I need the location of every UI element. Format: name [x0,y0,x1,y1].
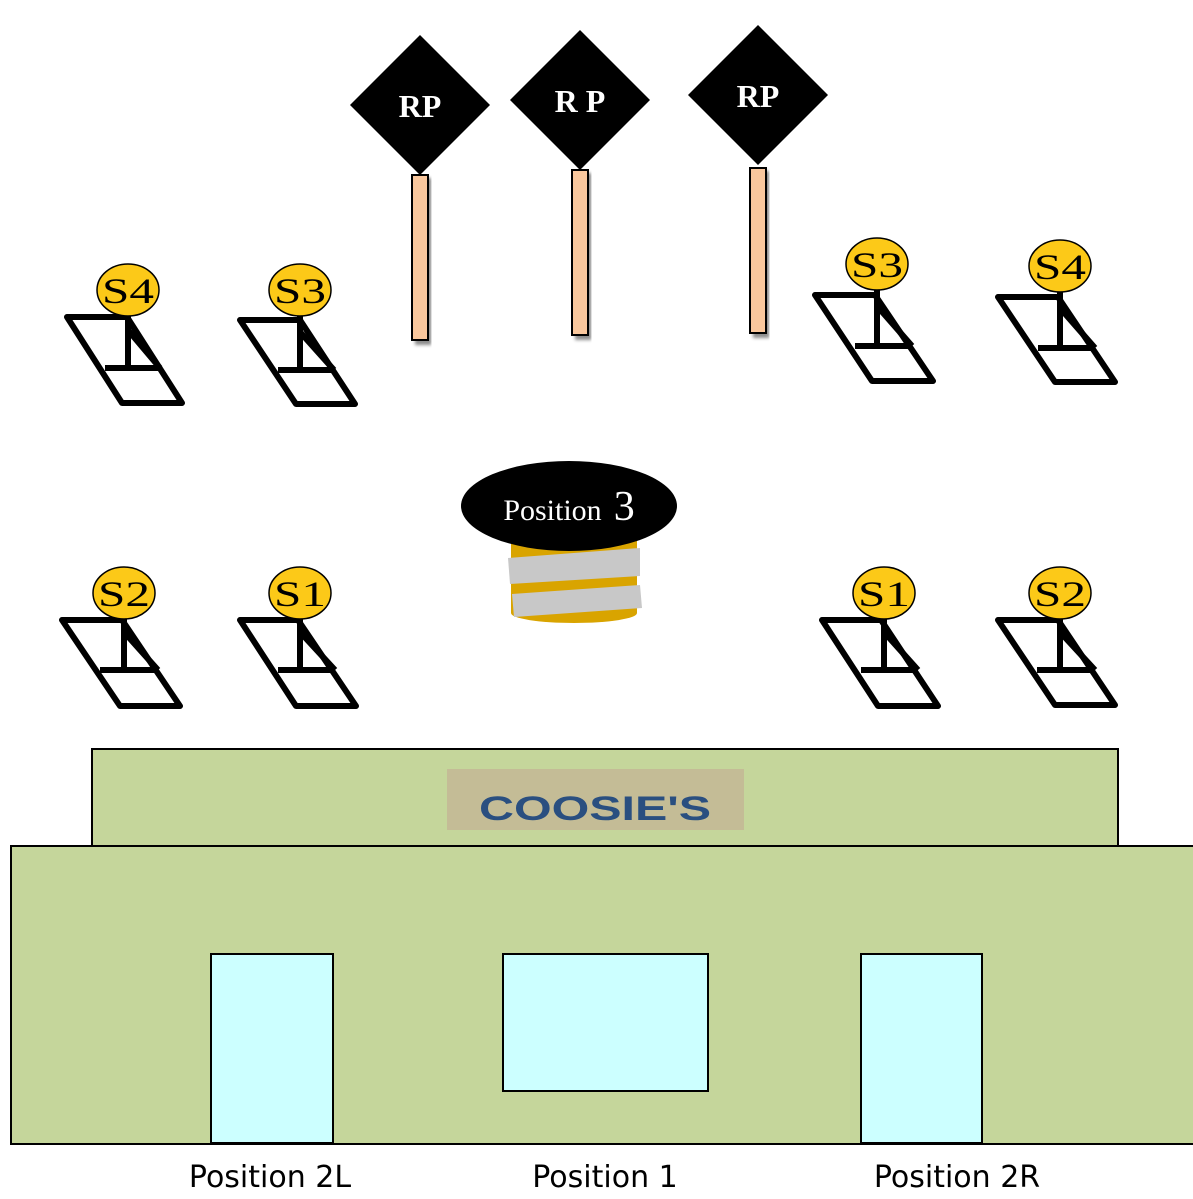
stand-lower-right-s2: S2 [995,566,1118,708]
stand-brace [881,629,921,673]
door-right [860,953,983,1144]
stand-frame [59,617,183,709]
building: COOSIE'S [10,748,1193,1145]
stand-disc [268,566,332,620]
storefront-sign-text: COOSIE'S [479,790,711,828]
stand-brace [1057,629,1098,673]
drum-band-upper [508,548,640,584]
stand-disc [1028,566,1092,620]
stand-lower-left-s1: S1 [237,566,359,709]
stand-label: S1 [858,574,910,614]
stand-frame [995,617,1118,708]
stand-label: S3 [851,245,903,285]
stand-upper-left-s4: S4 [64,263,185,406]
sign-label: RP [399,88,442,124]
storefront-sign-board [447,769,744,830]
sign-diamond [510,30,650,170]
stand-frame [819,617,941,709]
stand-disc [845,237,909,291]
sign-pole [749,167,767,334]
stand-frame [995,294,1118,385]
position-3-word: Position [503,494,601,527]
position-3-label: Position 3 [461,461,677,551]
stand-disc [852,566,916,620]
stand-upper-right-s3: S3 [812,237,936,384]
sign-label: RP [737,78,780,114]
stand-frame [237,617,359,709]
position-3-oval [461,461,677,551]
stand-brace [125,328,163,370]
stand-disc [1028,239,1092,293]
sign-label: R P [555,83,606,119]
stand-brace [297,629,338,673]
stand-label: S4 [1034,247,1086,287]
stand-label: S3 [274,271,326,311]
stand-label: S2 [1034,574,1086,614]
position-3-text: Position 3 [503,484,634,530]
stand-lower-left-s2: S2 [59,566,183,709]
stand-disc [92,566,156,620]
stand-frame [237,317,358,407]
window-center [502,953,709,1092]
sign-diamond [688,25,828,165]
stand-brace [874,304,915,348]
stand-disc [96,263,160,317]
caption-position-2l: Position 2L [188,1160,352,1195]
sign-pole [411,174,429,341]
stand-frame [812,292,936,384]
stand-upper-left-s3: S3 [237,263,358,407]
stand-brace [297,329,337,373]
stand-frame [64,314,185,406]
rp-sign-2: R P [510,30,650,336]
position-3-number: 3 [614,484,635,530]
caption-position-1: Position 1 [532,1160,678,1195]
stand-disc [268,263,332,317]
stand-brace [121,629,161,673]
door-left [210,953,334,1144]
stand-label: S2 [98,574,150,614]
drum-band-lower [512,585,642,617]
rp-sign-3: RP [688,25,828,334]
sign-pole [571,169,589,336]
rp-sign-1: RP [350,35,490,341]
stand-brace [1057,306,1098,350]
stand-lower-right-s1: S1 [819,566,941,709]
caption-position-2r: Position 2R [873,1160,1041,1195]
stand-label: S4 [102,271,154,311]
stand-upper-right-s4: S4 [995,239,1118,385]
stand-label: S1 [274,574,326,614]
sign-diamond [350,35,490,175]
